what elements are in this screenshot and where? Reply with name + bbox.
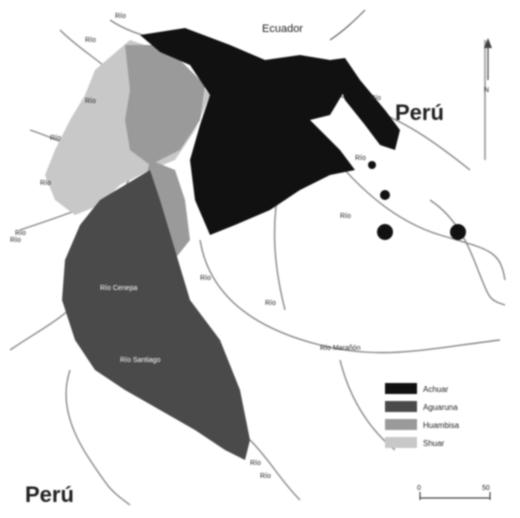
ecuador-border (329, 9, 366, 41)
scale-min: 0 (417, 485, 421, 492)
river-label: Río (200, 275, 211, 282)
ecuador-label: Ecuador (262, 23, 303, 35)
legend-swatch (385, 419, 417, 430)
achuar-community-4 (368, 161, 376, 169)
river-label: Río (260, 473, 271, 480)
achuar-territory-east (330, 58, 400, 150)
river-label: Río (50, 135, 61, 142)
achuar-community-1 (380, 190, 390, 200)
legend-label: Huambisa (423, 421, 460, 430)
peru-label-southwest: Perú (25, 482, 74, 507)
river-label: Río (85, 37, 96, 44)
river-label: Río (250, 460, 261, 467)
achuar-community-2 (377, 224, 393, 240)
achuar-community-3 (450, 224, 466, 240)
river-label: Río (10, 237, 21, 244)
achuar-territory (140, 28, 355, 235)
river-label: Río (355, 155, 366, 162)
river-label-cenepa: Río Cenepa (100, 285, 137, 292)
legend-swatch (385, 437, 417, 448)
river-label: Río (40, 180, 51, 187)
river-label: Río (265, 300, 276, 307)
huambisa-territory (125, 45, 205, 165)
legend-label: Shuar (423, 439, 445, 448)
scale-bar: 0 50 (417, 485, 491, 500)
river-label: Río (340, 213, 351, 220)
aguaruna-territory (62, 170, 250, 460)
river-label: Río (115, 13, 126, 20)
river-label-maranon: Río Marañón (320, 345, 361, 352)
legend-label: Achuar (423, 385, 449, 394)
river-label: Río (370, 95, 381, 102)
legend-swatch (385, 401, 417, 412)
peru-label-northeast: Perú (395, 100, 444, 125)
scale-max: 50 (482, 485, 490, 492)
river-label-santiago: Río Santiago (120, 357, 161, 364)
river-label: Río (85, 98, 96, 105)
legend-swatch (385, 383, 417, 394)
river-label: Río (15, 230, 26, 237)
north-label: N (484, 87, 489, 94)
legend-label: Aguaruna (423, 403, 458, 412)
north-arrow: N (484, 38, 492, 94)
